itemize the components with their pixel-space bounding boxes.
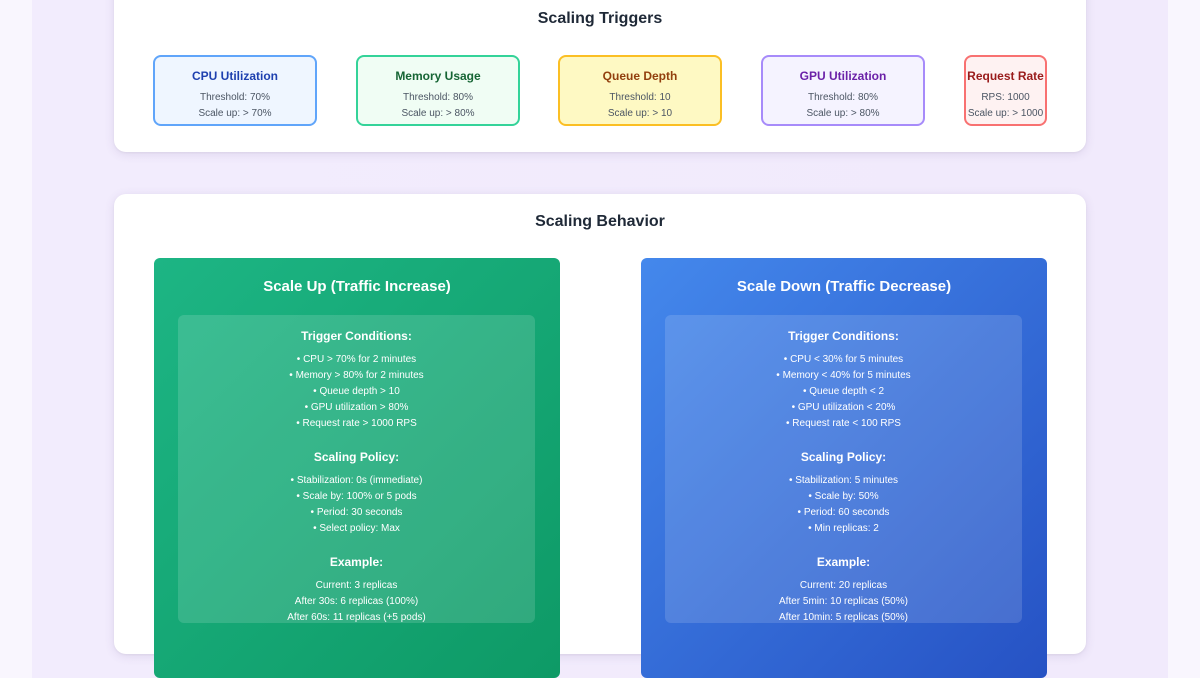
trigger-condition: • Request rate > 1000 RPS xyxy=(296,418,417,429)
trigger-condition: • Queue depth > 10 xyxy=(313,386,400,397)
example-line: After 60s: 11 replicas (+5 pods) xyxy=(287,612,426,623)
trigger-condition: • CPU < 30% for 5 minutes xyxy=(783,354,904,365)
scaling-policy-item: • Scale by: 50% xyxy=(808,491,879,502)
scaling-policy-heading: Scaling Policy: xyxy=(800,450,887,464)
trigger-threshold: RPS: 1000 xyxy=(981,92,1030,103)
example-line: Current: 20 replicas xyxy=(799,580,888,591)
trigger-request-rate: Request Rate RPS: 1000 Scale up: > 1000 xyxy=(964,55,1047,126)
scale-down-details: Trigger Conditions: • CPU < 30% for 5 mi… xyxy=(665,315,1022,623)
example-line: After 5min: 10 replicas (50%) xyxy=(779,596,908,607)
trigger-conditions-heading: Trigger Conditions: xyxy=(301,329,412,343)
trigger-condition: • Memory < 40% for 5 minutes xyxy=(776,370,911,381)
example-line: After 10min: 5 replicas (50%) xyxy=(779,612,908,623)
trigger-scale-up: Scale up: > 80% xyxy=(806,108,880,119)
trigger-name: GPU Utilization xyxy=(799,69,887,83)
trigger-threshold: Threshold: 10 xyxy=(609,92,671,103)
scale-up-title: Scale Up (Traffic Increase) xyxy=(263,278,451,295)
example-heading: Example: xyxy=(329,555,384,569)
scaling-behavior-title: Scaling Behavior xyxy=(535,213,665,230)
scaling-policy-item: • Min replicas: 2 xyxy=(808,523,879,534)
scaling-policy-item: • Stabilization: 0s (immediate) xyxy=(290,475,423,486)
scaling-policy-heading: Scaling Policy: xyxy=(313,450,400,464)
trigger-cpu-utilization: CPU Utilization Threshold: 70% Scale up:… xyxy=(153,55,317,126)
trigger-queue-depth: Queue Depth Threshold: 10 Scale up: > 10 xyxy=(558,55,722,126)
trigger-threshold: Threshold: 80% xyxy=(807,92,879,103)
scaling-policy-item: • Stabilization: 5 minutes xyxy=(788,475,899,486)
trigger-threshold: Threshold: 80% xyxy=(402,92,474,103)
example-line: Current: 3 replicas xyxy=(315,580,398,591)
trigger-memory-usage: Memory Usage Threshold: 80% Scale up: > … xyxy=(356,55,520,126)
trigger-gpu-utilization: GPU Utilization Threshold: 80% Scale up:… xyxy=(761,55,925,126)
scaling-policy-item: • Period: 60 seconds xyxy=(797,507,890,518)
scale-down-title: Scale Down (Traffic Decrease) xyxy=(736,278,952,295)
trigger-condition: • CPU > 70% for 2 minutes xyxy=(296,354,417,365)
trigger-scale-up: Scale up: > 80% xyxy=(401,108,475,119)
scaling-triggers-title: Scaling Triggers xyxy=(537,10,663,27)
scaling-triggers-card: Scaling Triggers CPU Utilization Thresho… xyxy=(114,0,1086,152)
trigger-condition: • GPU utilization < 20% xyxy=(791,402,896,413)
trigger-condition: • Request rate < 100 RPS xyxy=(786,418,901,429)
trigger-scale-up: Scale up: > 10 xyxy=(607,108,673,119)
trigger-name: Queue Depth xyxy=(602,69,678,83)
example-heading: Example: xyxy=(816,555,871,569)
scaling-policy-item: • Select policy: Max xyxy=(313,523,400,534)
trigger-condition: • Queue depth < 2 xyxy=(802,386,885,397)
scale-up-details: Trigger Conditions: • CPU > 70% for 2 mi… xyxy=(178,315,535,623)
scale-up-panel: Scale Up (Traffic Increase) Trigger Cond… xyxy=(154,258,560,678)
trigger-name: Request Rate xyxy=(967,69,1044,83)
trigger-condition: • Memory > 80% for 2 minutes xyxy=(289,370,424,381)
scaling-policy-item: • Period: 30 seconds xyxy=(310,507,403,518)
trigger-name: CPU Utilization xyxy=(192,69,278,83)
scaling-policy-item: • Scale by: 100% or 5 pods xyxy=(296,491,417,502)
trigger-conditions-heading: Trigger Conditions: xyxy=(788,329,899,343)
trigger-name: Memory Usage xyxy=(395,69,481,83)
trigger-scale-up: Scale up: > 1000 xyxy=(967,108,1044,119)
trigger-scale-up: Scale up: > 70% xyxy=(198,108,272,119)
example-line: After 30s: 6 replicas (100%) xyxy=(294,596,419,607)
trigger-condition: • GPU utilization > 80% xyxy=(304,402,409,413)
scale-down-panel: Scale Down (Traffic Decrease) Trigger Co… xyxy=(641,258,1047,678)
scaling-behavior-card: Scaling Behavior Scale Up (Traffic Incre… xyxy=(114,194,1086,678)
trigger-threshold: Threshold: 70% xyxy=(199,92,271,103)
